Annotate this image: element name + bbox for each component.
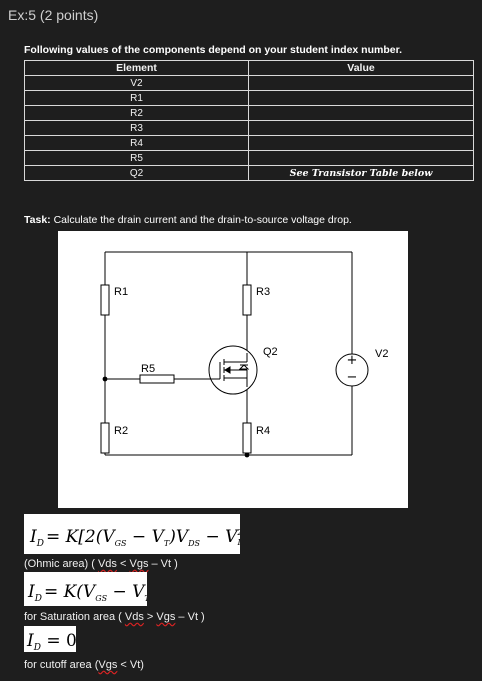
cutoff-formula-svg: ID = 0: [26, 631, 77, 653]
label-r5: R5: [141, 363, 155, 375]
note-vds: Vds: [97, 558, 117, 570]
value-cell[interactable]: [248, 75, 474, 91]
exercise-title: Ex:5 (2 points): [8, 7, 99, 23]
note-op: >: [143, 611, 157, 623]
intro-text: Following values of the components depen…: [24, 44, 403, 56]
note-text: – Vt ): [175, 611, 205, 623]
note-vgs: Vgs: [156, 611, 176, 623]
ohmic-vgs-sub: GS: [115, 539, 127, 548]
mosfet-q2: [208, 345, 258, 395]
element-cell: R4: [24, 135, 249, 151]
table-row: R5: [24, 150, 474, 166]
circuit-diagram: + − R1 R2 R3 R4 R5 Q2 V2: [58, 231, 408, 508]
table-row: Q2 See Transistor Table below: [24, 165, 474, 181]
voltage-source-v2: + −: [335, 353, 369, 387]
junction-dot: [244, 452, 250, 458]
table-row: R1: [24, 90, 474, 106]
resistor-r3: [242, 284, 252, 316]
ohmic-area-note: (Ohmic area) ( Vds < Vgs – Vt ): [24, 558, 178, 570]
sat-mid: − V: [107, 582, 146, 602]
label-r3: R3: [256, 286, 270, 298]
label-r4: R4: [256, 425, 270, 437]
source-plus: +: [347, 353, 358, 368]
sat-lhs-sub: D: [34, 594, 42, 604]
cut-lhs-sub: D: [33, 643, 41, 652]
svg-text:ID = 0: ID = 0: [26, 631, 76, 652]
note-op: <: [116, 558, 130, 570]
formula-cutoff: ID = 0: [24, 626, 77, 653]
resistor-r5: [139, 374, 175, 384]
saturation-formula-svg: ID= K(VGS − VT)2: [27, 581, 162, 604]
element-cell: R1: [24, 90, 249, 106]
table-row: R4: [24, 135, 474, 151]
ohmic-vt-sub: T: [164, 539, 170, 548]
ohmic-vds-sub: DS: [187, 539, 200, 548]
task-description: Calculate the drain current and the drai…: [50, 214, 352, 226]
element-cell: R3: [24, 120, 249, 136]
note-text: < Vt): [117, 659, 144, 671]
note-text: for Saturation area (: [24, 611, 125, 623]
formula-saturation: ID= K(VGS − VT)2: [24, 572, 162, 606]
transistor-note-cell: See Transistor Table below: [248, 165, 474, 181]
sat-lhs: I: [27, 582, 35, 602]
saturation-area-note: for Saturation area ( Vds > Vgs – Vt ): [24, 611, 205, 623]
note-text: – Vt ): [148, 558, 178, 570]
cut-lhs: I: [26, 631, 34, 651]
note-vds: Vds: [124, 611, 144, 623]
task-label: Task:: [24, 214, 51, 226]
note-vgs: Vgs: [129, 558, 149, 570]
ohmic-mid3: − V: [200, 527, 239, 547]
circuit-svg: + − R1 R2 R3 R4 R5 Q2 V2: [100, 251, 388, 458]
table-row: R2: [24, 105, 474, 121]
component-values-table: Element Value V2 R1 R2 R3 R4 R5 Q2: [24, 60, 474, 181]
ohmic-mid2: )V: [168, 527, 190, 547]
table-header-row: Element Value: [24, 60, 474, 76]
label-v2: V2: [375, 348, 388, 360]
resistor-r2: [100, 422, 110, 454]
table-row: V2: [24, 75, 474, 91]
label-r1: R1: [114, 286, 128, 298]
ohmic-formula-svg: ID= K[2(VGS − VT)VDS − V2DS]: [29, 527, 256, 549]
cut-expr: = 0: [41, 631, 76, 651]
column-header-element: Element: [24, 60, 249, 76]
sat-expr: = K(V: [44, 582, 97, 602]
table-row: R3: [24, 120, 474, 136]
ohmic-vds2-sub: DS: [236, 538, 240, 547]
cutoff-area-note: for cutoff area (Vgs < Vt): [24, 659, 144, 671]
element-cell: R5: [24, 150, 249, 166]
resistor-r4: [242, 422, 252, 454]
note-vgs: Vgs: [98, 659, 118, 671]
note-text: (Ohmic area) (: [24, 558, 98, 570]
ohmic-expr: = K[2(V: [46, 527, 116, 547]
element-cell: V2: [24, 75, 249, 91]
ohmic-mid: − V: [127, 527, 166, 547]
label-r2: R2: [114, 425, 128, 437]
junction-dot: [102, 376, 108, 382]
svg-text:ID= K(VGS − VT)2: ID= K(VGS − VT)2: [27, 581, 147, 604]
source-minus: −: [347, 370, 358, 385]
element-cell: R2: [24, 105, 249, 121]
sat-vt-sub: T: [144, 594, 147, 603]
svg-text:ID= K[2(VGS − VT)VDS − V2DS]: ID= K[2(VGS − VT)VDS − V2DS]: [29, 527, 240, 549]
value-cell[interactable]: [248, 90, 474, 106]
column-header-value: Value: [248, 60, 474, 76]
ohmic-lhs-sub: D: [36, 539, 44, 549]
value-cell[interactable]: [248, 150, 474, 166]
label-q2: Q2: [263, 346, 278, 358]
element-cell: Q2: [24, 165, 249, 181]
note-text: for cutoff area (: [24, 659, 99, 671]
formula-ohmic: ID= K[2(VGS − VT)VDS − V2DS]: [24, 514, 256, 554]
resistor-r1: [100, 284, 110, 316]
value-cell[interactable]: [248, 135, 474, 151]
ohmic-lhs: I: [29, 527, 37, 547]
value-cell[interactable]: [248, 105, 474, 121]
sat-vgs-sub: GS: [95, 594, 107, 603]
task-text: Task: Calculate the drain current and th…: [24, 214, 352, 226]
ohmic-vds2-sup: 2: [236, 528, 240, 537]
value-cell[interactable]: [248, 120, 474, 136]
